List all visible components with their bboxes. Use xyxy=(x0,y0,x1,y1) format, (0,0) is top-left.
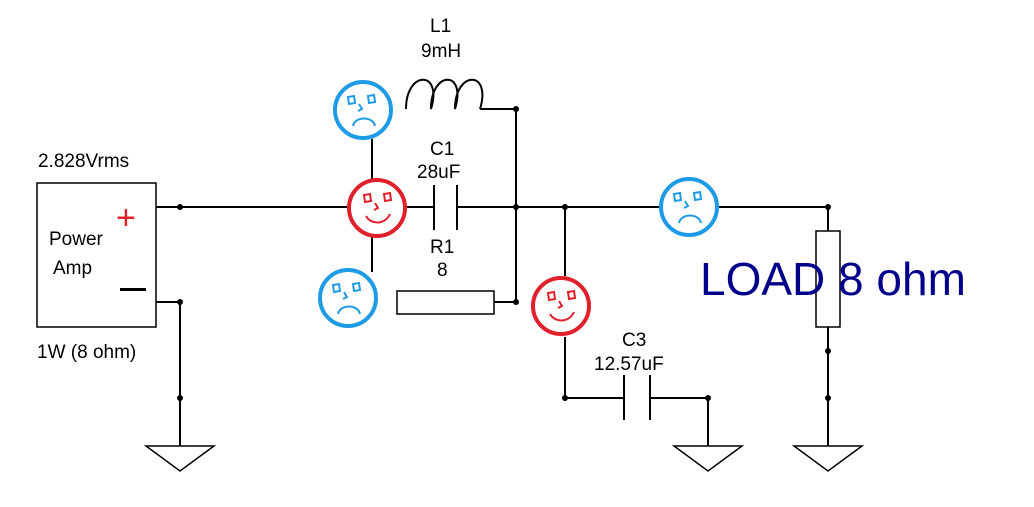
inductor-l1[interactable]: L1 9mH xyxy=(405,16,484,110)
l1-value-label: 9mH xyxy=(421,41,461,62)
c3-value-label: 12.57uF xyxy=(594,354,664,375)
r1-name-label: R1 xyxy=(430,237,454,258)
source-name-line1: Power xyxy=(49,229,104,250)
ground-symbol-c3 xyxy=(671,445,745,472)
sad-face-icon xyxy=(318,268,378,328)
resistor-r1[interactable]: R1 8 xyxy=(396,237,495,315)
r1-value-label: 8 xyxy=(437,260,448,281)
capacitor-c1[interactable]: C1 28uF xyxy=(417,139,460,230)
c1-value-label: 28uF xyxy=(417,162,460,183)
junction-dots xyxy=(177,106,831,401)
capacitor-c3[interactable]: C3 12.57uF xyxy=(594,330,664,420)
ground-symbol-load xyxy=(791,445,865,472)
plus-terminal-symbol: + xyxy=(116,199,136,237)
load-label: LOAD 8 ohm xyxy=(700,253,966,305)
l1-name-label: L1 xyxy=(430,16,451,37)
ground-symbol-source xyxy=(143,445,217,472)
source-voltage-label: 2.828Vrms xyxy=(38,151,129,172)
source-rating-label: 1W (8 ohm) xyxy=(37,342,136,363)
power-amp-source[interactable]: 2.828Vrms Power Amp + 1W (8 ohm) xyxy=(36,151,157,363)
c1-name-label: C1 xyxy=(430,139,454,160)
wires xyxy=(156,108,829,446)
happy-face-icon xyxy=(347,178,407,238)
happy-face-icon xyxy=(531,276,591,336)
sad-face-icon xyxy=(659,177,719,237)
c3-name-label: C3 xyxy=(622,330,646,351)
minus-terminal-symbol xyxy=(120,288,146,291)
source-name-line2: Amp xyxy=(53,258,92,279)
load-resistor[interactable] xyxy=(815,230,841,328)
sad-face-icon xyxy=(333,80,393,140)
